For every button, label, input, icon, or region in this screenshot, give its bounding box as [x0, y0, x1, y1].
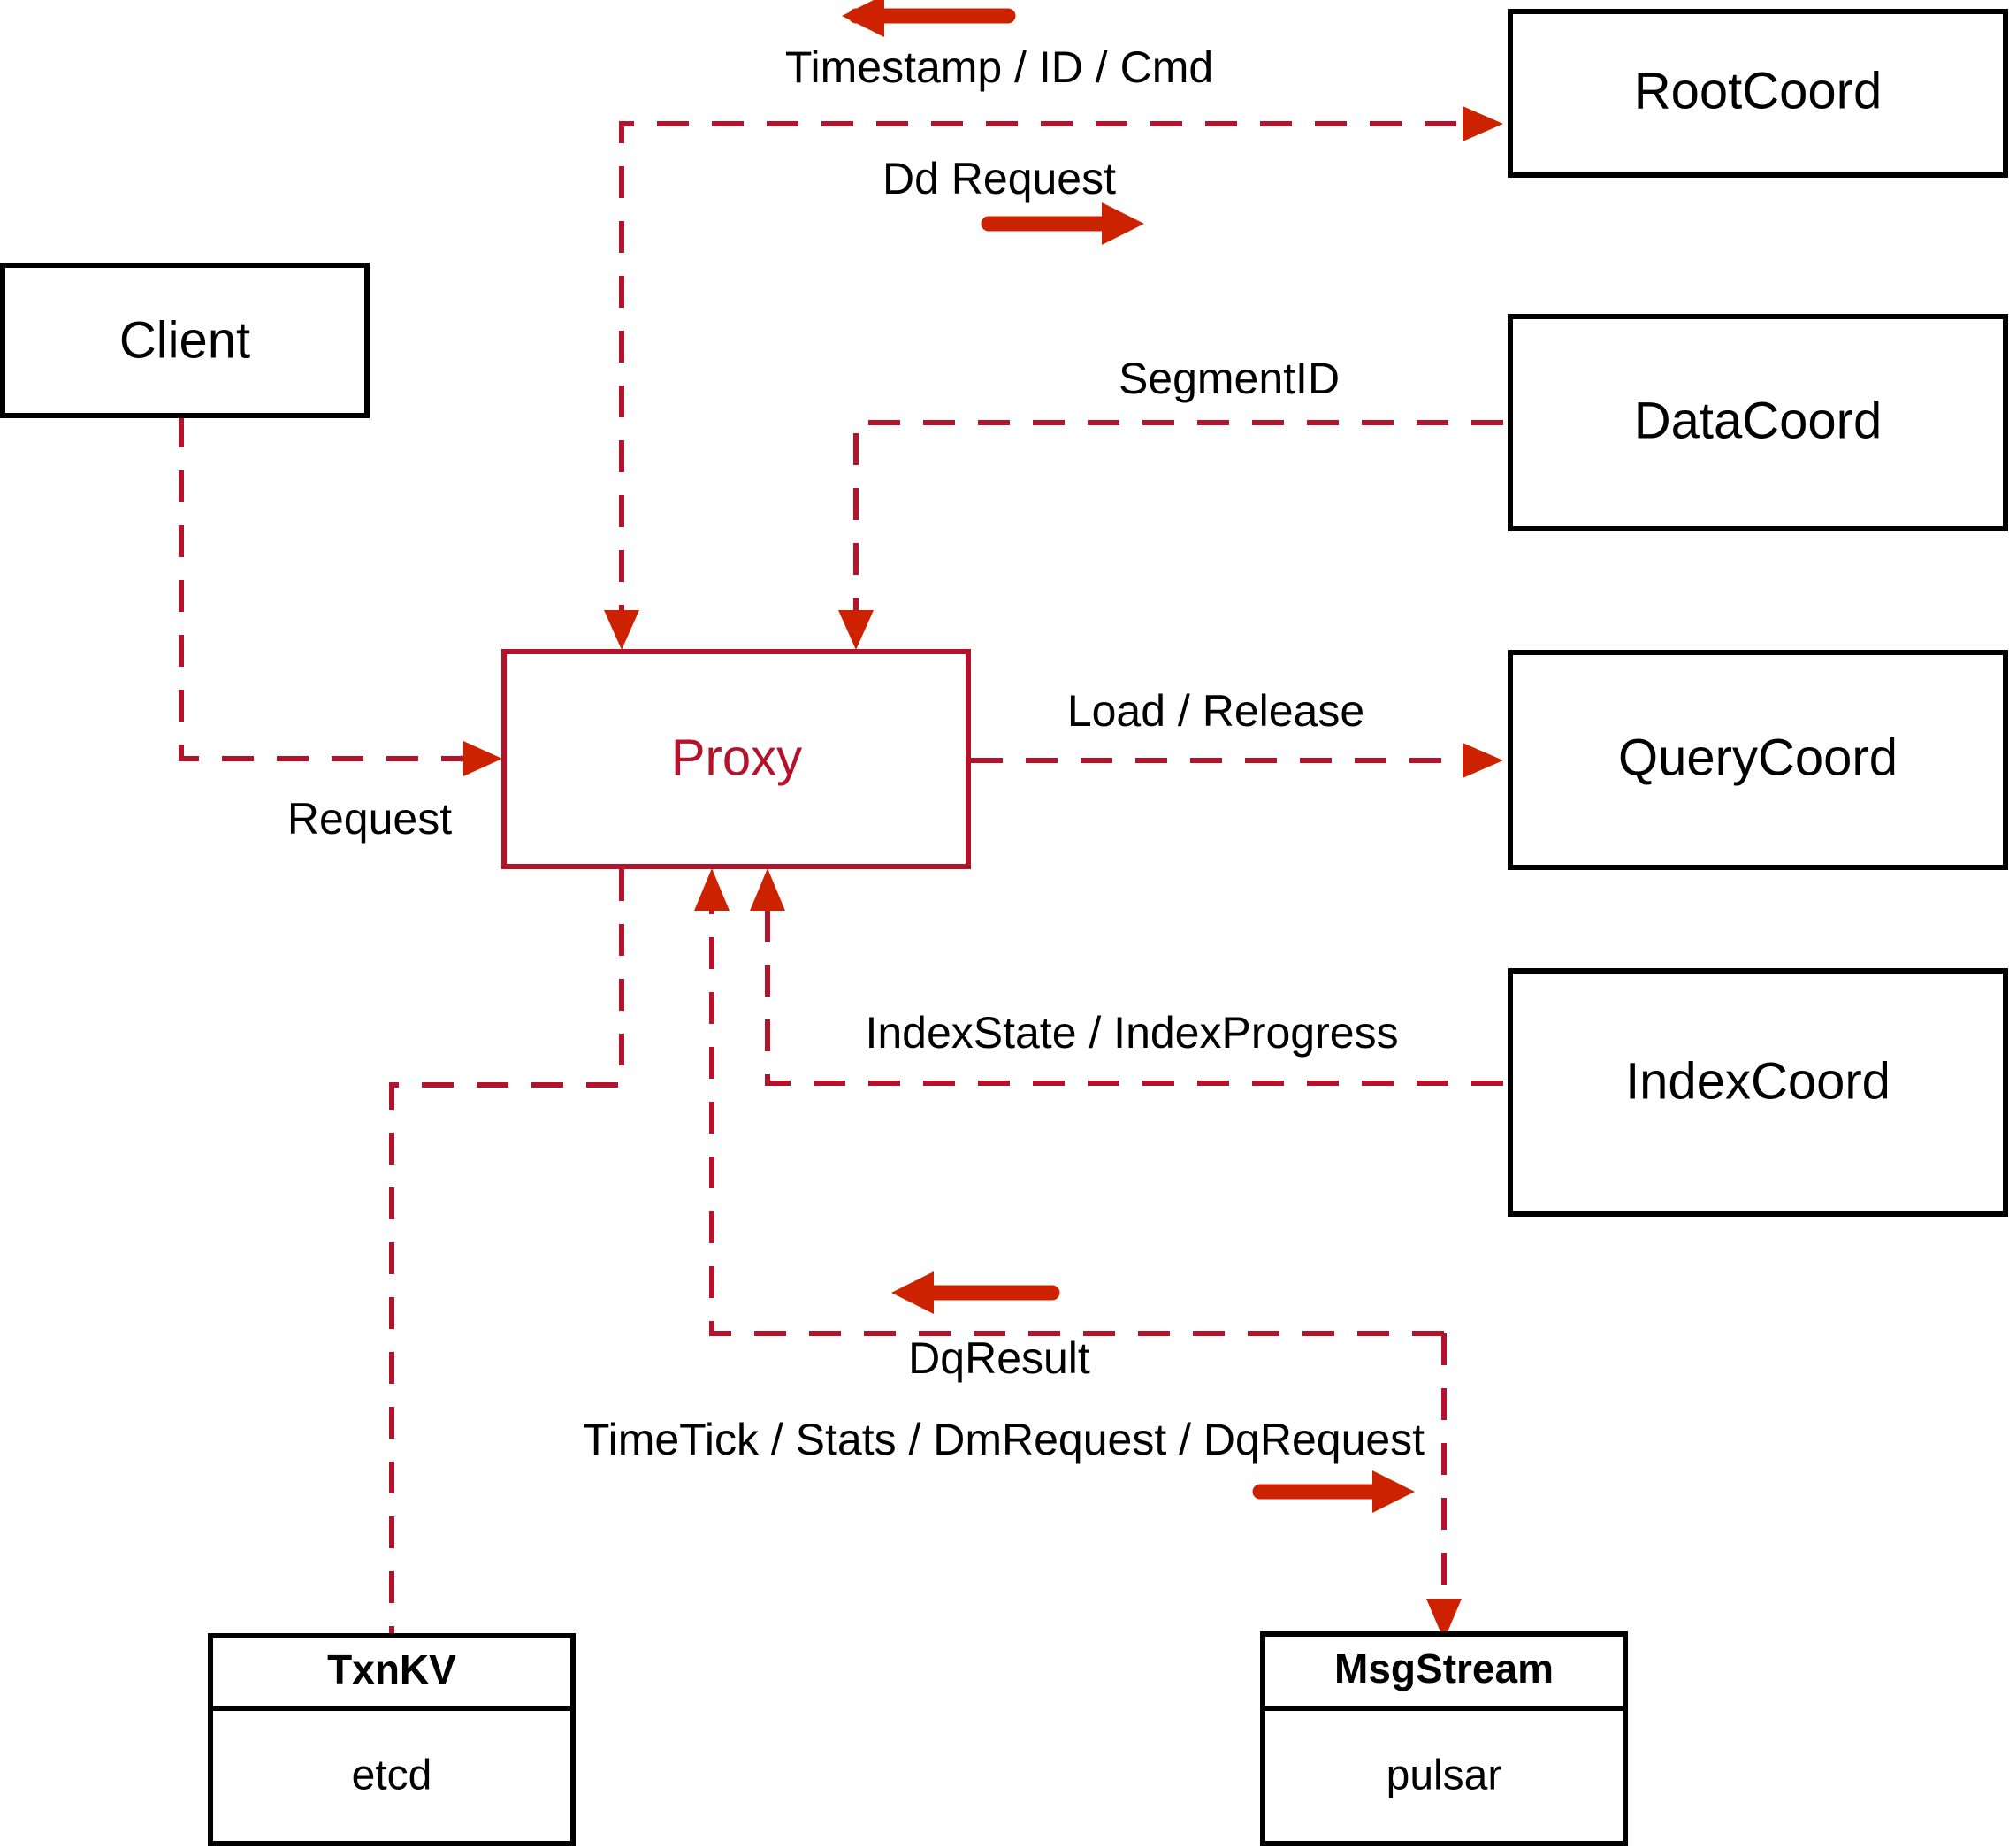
- edge-label-timetick: TimeTick / Stats / DmRequest / DqRequest: [583, 1415, 1425, 1464]
- node-msgstream-impl: pulsar: [1386, 1753, 1502, 1799]
- annotation-arrow-timetick-icon: [1252, 1470, 1415, 1513]
- node-rootcoord[interactable]: RootCoord: [1508, 9, 2008, 178]
- node-client-label: Client: [119, 311, 250, 369]
- node-datacoord-box[interactable]: [1508, 314, 2008, 531]
- edge-txnkv-link: [389, 869, 624, 1636]
- node-client-box[interactable]: [0, 263, 370, 418]
- node-msgstream-title: MsgStream: [1334, 1646, 1554, 1691]
- edge-dqresult-path: [709, 893, 1444, 1336]
- annotation-arrow-dqresult-icon: [891, 1271, 1060, 1314]
- edge-segmentid-path: [853, 420, 1503, 637]
- annotation-arrow-timestamp-icon: [842, 0, 1016, 37]
- edge-dqresult: DqResult: [694, 868, 1444, 1336]
- edge-indexstate: IndexState / IndexProgress: [750, 868, 1503, 1086]
- edge-label-dd-request: Dd Request: [882, 154, 1116, 203]
- node-querycoord[interactable]: QueryCoord: [1508, 650, 2008, 870]
- node-datacoord-label: DataCoord: [1634, 392, 1882, 449]
- node-datacoord[interactable]: DataCoord: [1508, 314, 2008, 531]
- node-indexcoord[interactable]: IndexCoord: [1508, 968, 2008, 1217]
- edge-txnkv-path: [389, 869, 624, 1636]
- edge-timestamp-arrowhead-proxy: [604, 610, 639, 650]
- node-txnkv-title: TxnKV: [327, 1646, 456, 1692]
- edge-dd-request: Dd Request: [882, 154, 1144, 245]
- node-querycoord-label: QueryCoord: [1618, 729, 1898, 786]
- node-indexcoord-label: IndexCoord: [1625, 1052, 1891, 1110]
- edge-label-indexstate: IndexState / IndexProgress: [865, 1008, 1398, 1058]
- node-txnkv-impl: etcd: [352, 1753, 432, 1799]
- edge-load-release-arrowhead: [1463, 743, 1503, 778]
- edge-request: Request: [179, 416, 502, 844]
- edge-timetick-arrowhead: [1426, 1599, 1462, 1640]
- edge-dqresult-arrowhead: [694, 868, 730, 911]
- edge-timestamp-arrowhead-rootcoord: [1463, 106, 1503, 141]
- edge-indexstate-arrowhead: [750, 868, 785, 911]
- node-txnkv[interactable]: TxnKV etcd: [208, 1633, 576, 1846]
- node-querycoord-box[interactable]: [1508, 650, 2008, 870]
- edge-label-timestamp: Timestamp / ID / Cmd: [785, 42, 1213, 92]
- edge-request-arrowhead: [463, 741, 502, 776]
- edge-label-load-release: Load / Release: [1067, 686, 1364, 736]
- node-rootcoord-box[interactable]: [1508, 9, 2008, 178]
- edge-label-dqresult-visible: DqResult: [908, 1333, 1090, 1383]
- node-indexcoord-box[interactable]: [1508, 968, 2008, 1217]
- edge-request-path: [179, 416, 470, 762]
- node-client[interactable]: Client: [0, 263, 370, 418]
- node-proxy-label: Proxy: [671, 729, 802, 786]
- node-proxy-box[interactable]: [501, 649, 971, 869]
- node-proxy[interactable]: Proxy: [501, 649, 971, 869]
- edge-timestamp-path: [619, 121, 1468, 637]
- edge-timestamp-id-cmd: Timestamp / ID / Cmd: [604, 42, 1503, 650]
- edge-label-segmentid: SegmentID: [1119, 354, 1340, 403]
- node-msgstream-box[interactable]: [1260, 1631, 1628, 1846]
- node-msgstream[interactable]: MsgStream pulsar: [1260, 1631, 1628, 1846]
- edge-segmentid-arrowhead: [838, 610, 874, 650]
- annotation-arrow-dd-request-icon: [981, 202, 1144, 245]
- edge-segmentid: SegmentID: [838, 354, 1503, 650]
- edge-timetick: TimeTick / Stats / DmRequest / DqRequest: [583, 1333, 1462, 1640]
- edge-indexstate-path: [765, 893, 1503, 1086]
- node-rootcoord-label: RootCoord: [1634, 62, 1882, 119]
- edge-label-request: Request: [287, 794, 452, 844]
- node-txnkv-box[interactable]: [208, 1633, 576, 1846]
- edge-load-release: Load / Release: [971, 686, 1503, 778]
